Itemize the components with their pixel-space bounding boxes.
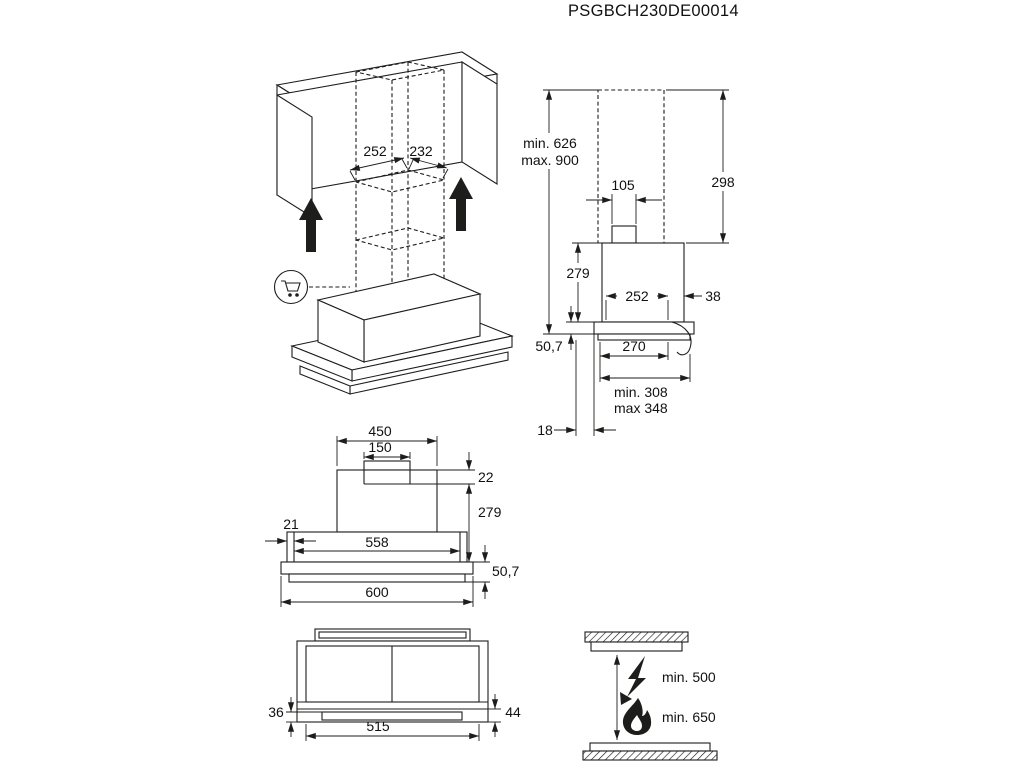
duct-spigot: [611, 225, 637, 244]
ext-line: [349, 170, 356, 181]
cart-basket: [281, 280, 301, 292]
dim-label-height-max: max. 900: [521, 152, 579, 168]
dim-line-252: [349, 157, 405, 171]
dim-label-duct-depth: 232: [409, 143, 433, 159]
clearance-label-gas: min. 650: [662, 709, 716, 725]
ext-line: [442, 168, 449, 179]
handle-hook: [671, 321, 692, 356]
dim-label-rear-gap: 38: [705, 288, 721, 304]
clearance-label-electric: min. 500: [662, 669, 716, 685]
duct-hidden-outline: [355, 62, 445, 313]
dim-label-duct-width: 252: [363, 143, 387, 159]
telescopic-panel-front: [288, 573, 466, 583]
dim-label-depth-min: min. 308: [614, 384, 668, 400]
cart-wheel: [288, 293, 292, 297]
cooktop-surface: [589, 742, 711, 752]
hood-body-iso: [316, 273, 482, 363]
label-background: [703, 172, 743, 191]
label-background: [518, 133, 582, 169]
dim-label-panel-thickness: 50,7: [492, 563, 519, 579]
dim-label-filter-width: 515: [366, 718, 390, 734]
duct-section: [355, 227, 445, 251]
dim-label-duct-offset: 105: [611, 177, 635, 193]
hood-underside: [590, 641, 683, 652]
label-background: [617, 286, 657, 304]
dim-label-chimney-height: 298: [711, 174, 735, 190]
cart-circle: [273, 269, 309, 305]
filter-strip: [321, 711, 463, 721]
dim-label-base-depth: 270: [622, 338, 646, 354]
dim-label-body-height: 279: [478, 504, 502, 520]
dim-label-total-width: 600: [365, 584, 389, 600]
counter-hatched: [582, 750, 718, 761]
dim-label-panel-thickness: 50,7: [535, 338, 562, 354]
bottom-view: 36 44 515: [268, 628, 521, 741]
dim-label-rear-gap: 44: [505, 704, 521, 720]
cutout-hole: [355, 61, 445, 81]
shopping-cart-icon: [273, 269, 309, 305]
dim-label-duct-width: 150: [368, 439, 392, 455]
hood-mount-hatched: [584, 631, 689, 643]
front-view: 450 150 22 279 21 558 50,7 600: [265, 423, 519, 607]
product-code: PSGBCH230DE00014: [568, 2, 739, 20]
chimney-front: [336, 469, 438, 533]
bottom-panel-side: [593, 321, 695, 335]
hood-body-side: [601, 242, 685, 323]
dim-label-inner-width: 558: [365, 534, 389, 550]
cabinet-left-panel: [276, 94, 313, 218]
clearance-view: min. 500 min. 650: [582, 631, 718, 761]
panel2-left-edge: [299, 365, 351, 395]
panel-left-edge: [291, 345, 353, 382]
bottom-panel-front: [280, 561, 474, 575]
arrow-up-icon: [449, 177, 473, 231]
spigot-front: [363, 460, 411, 471]
arrow-up-icon: [299, 198, 323, 252]
cabinet-right-panel: [461, 61, 498, 185]
chimney-outline: [597, 89, 665, 244]
dim-label-body-height: 279: [566, 265, 590, 281]
cabinet: [275, 51, 499, 218]
dim-label-edge-gap: 36: [268, 704, 284, 720]
top-strip-inner: [318, 631, 467, 639]
lightning-bolt-icon: [627, 656, 646, 697]
label-background: [558, 263, 598, 282]
dim-label-chimney-width: 450: [368, 423, 392, 439]
dim-label-collar-height: 22: [478, 469, 494, 485]
hood-body-front: [286, 531, 468, 563]
duct-section: [355, 169, 445, 193]
flame-inner: [631, 715, 642, 731]
cart-wheel: [295, 293, 299, 297]
duct-dimensions: 252 232: [349, 143, 449, 181]
dim-label-side-gap: 21: [283, 516, 299, 532]
dim-line-232: [409, 157, 448, 169]
dim-label-height-min: min. 626: [523, 135, 577, 151]
dim-label-body-depth: 252: [625, 288, 649, 304]
side-view: min. 626 max. 900 105 298 279 252 38 50,…: [518, 89, 743, 438]
isometric-view: 252 232: [273, 51, 514, 395]
lightning-arrowhead: [620, 692, 632, 705]
dim-label-depth-max: max 348: [614, 400, 668, 416]
dim-label-wall-gap: 18: [537, 422, 553, 438]
hood-left-face: [317, 299, 365, 363]
